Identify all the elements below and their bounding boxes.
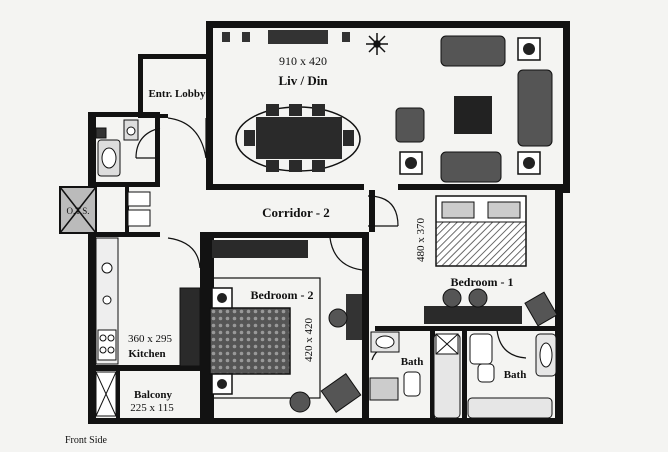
bedroom2-name: Bedroom - 2 (250, 288, 313, 302)
bath1-fixtures (369, 331, 461, 419)
ots-label: O.T.S. (66, 206, 89, 216)
kitchen-counter (95, 237, 201, 367)
living-dims: 910 x 420 (279, 54, 327, 68)
entrance-lobby-name: Entr. Lobby (148, 88, 206, 100)
balcony-dims: 225 x 115 (130, 402, 174, 414)
lamp-icon (399, 37, 541, 175)
plant-icon (366, 33, 388, 55)
bedroom1-dims: 480 x 370 (415, 218, 427, 263)
wc-fixtures (95, 119, 151, 227)
living-name: Liv / Din (278, 73, 328, 88)
front-side-label: Front Side (65, 435, 108, 446)
balcony-name: Balcony (134, 389, 172, 401)
bath2-name: Bath (504, 369, 527, 381)
living-furniture (222, 30, 553, 183)
bedroom2-dims: 420 x 420 (303, 318, 315, 363)
ots-shaft: O.T.S. (59, 186, 97, 234)
kitchen-dims: 360 x 295 (128, 333, 173, 345)
bath1-name: Bath (401, 356, 424, 368)
kitchen-name: Kitchen (128, 348, 165, 360)
bedroom1-name: Bedroom - 1 (450, 275, 513, 289)
balcony-cabinet (95, 371, 117, 417)
corridor-name: Corridor - 2 (262, 205, 330, 220)
bedroom2-furniture (209, 240, 362, 413)
bath2-fixtures (467, 333, 557, 419)
bedroom1-furniture (424, 195, 558, 327)
